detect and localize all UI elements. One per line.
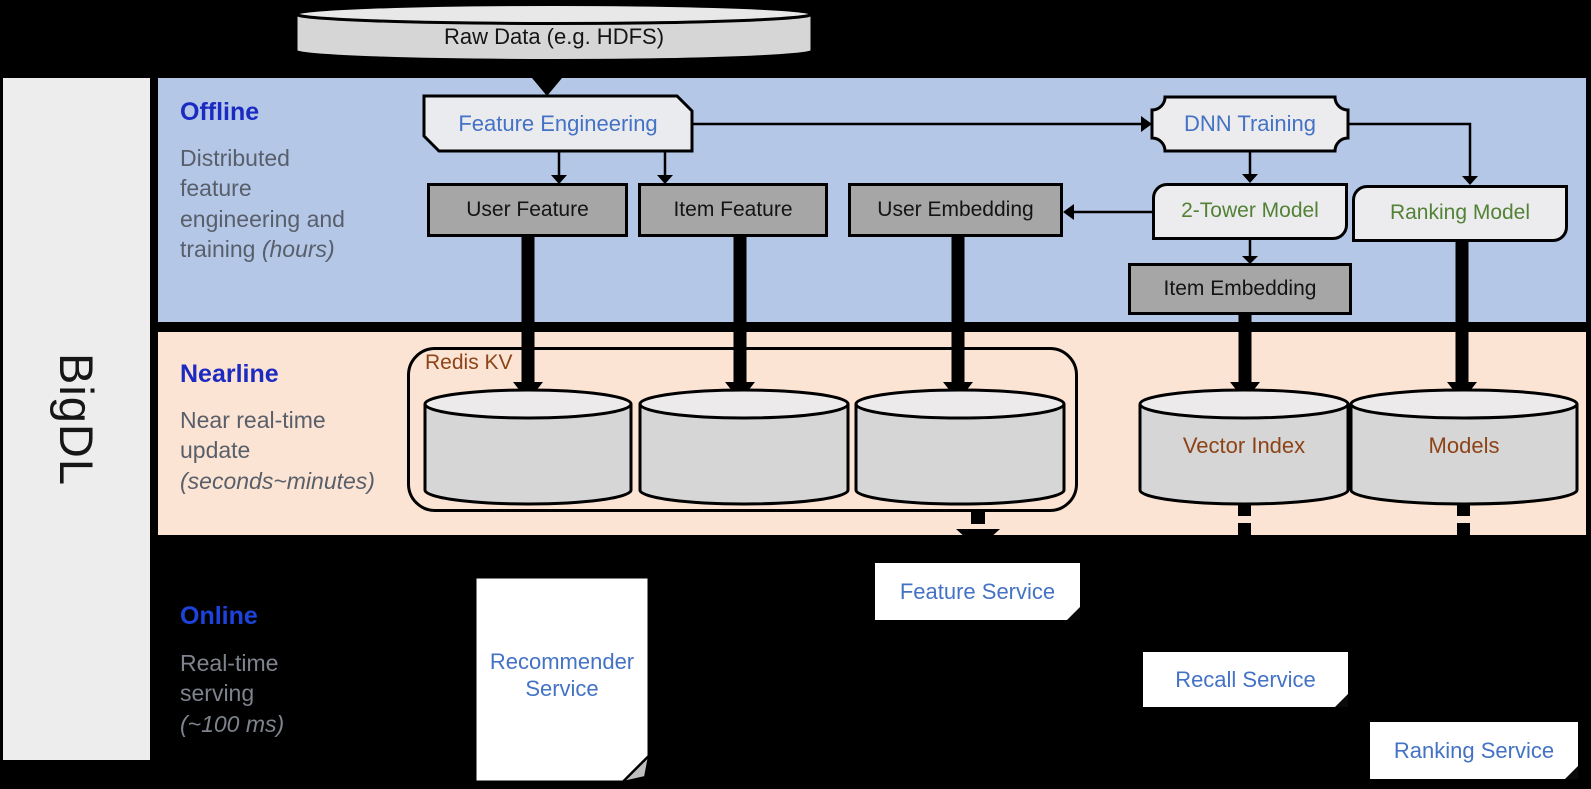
user-feature-box: User Feature — [427, 183, 628, 237]
item-feature-box: Item Feature — [638, 183, 828, 237]
models-cylinder — [1349, 388, 1579, 506]
arrow-rawdata-to-feature-engineering — [532, 60, 562, 96]
arrow-two-tower-to-user-embedding — [1063, 204, 1152, 220]
recommender-service-label: Recommender Service — [489, 648, 635, 702]
folded-corner-icon — [1067, 607, 1080, 620]
user-embedding-box: User Embedding — [848, 183, 1063, 237]
vector-index-label: Vector Index — [1182, 433, 1306, 458]
dashed-arrow-redis-to-feature-service — [956, 512, 1000, 549]
item-embedding-box: Item Embedding — [1128, 263, 1352, 315]
arrow-ranking-model-to-models — [1447, 242, 1477, 401]
offline-desc: Distributed feature engineering and trai… — [180, 145, 345, 263]
folded-corner-icon — [1565, 766, 1578, 779]
dnn-training-shape — [1150, 95, 1350, 153]
dashed-arrow-models-to-ranking — [1457, 503, 1470, 536]
raw-data-label: Raw Data (e.g. HDFS) — [443, 24, 665, 49]
bigdl-sidebar: BigDL — [3, 78, 150, 760]
arrow-fe-to-user-feature — [551, 151, 567, 184]
vector-index-cylinder — [1138, 388, 1350, 506]
arrow-fe-to-item-feature — [657, 151, 673, 184]
two-tower-model-box: 2-Tower Model — [1152, 183, 1348, 240]
redis-cylinder-3 — [854, 388, 1066, 506]
ranking-service-box: Ranking Service — [1370, 722, 1578, 779]
raw-data-cylinder — [294, 3, 814, 62]
offline-title: Offline — [180, 98, 260, 126]
arrow-fe-to-dnn-training — [692, 116, 1152, 132]
dashed-arrow-vector-index-to-recall — [1238, 503, 1251, 536]
feature-engineering-label: Feature Engineering — [458, 110, 658, 136]
recall-service-box: Recall Service — [1143, 652, 1348, 707]
redis-cylinder-1 — [423, 388, 633, 506]
arrow-dnn-to-two-tower — [1242, 151, 1258, 183]
dnn-training-label: DNN Training — [1183, 111, 1317, 137]
online-desc: Real-time serving (~100 ms) — [180, 650, 285, 737]
nearline-title: Nearline — [180, 360, 279, 388]
online-title: Online — [180, 602, 258, 630]
arrow-item-embedding-to-vector-index — [1230, 314, 1260, 401]
ranking-model-box: Ranking Model — [1352, 185, 1568, 242]
feature-service-box: Feature Service — [875, 563, 1080, 620]
nearline-desc: Near real-time update (seconds~minutes) — [180, 407, 375, 494]
folded-corner-icon — [1335, 694, 1348, 707]
redis-kv-label: Redis KV — [425, 351, 513, 374]
models-label: Models — [1428, 433, 1500, 458]
arrow-two-tower-to-item-embedding — [1242, 240, 1258, 264]
redis-cylinder-2 — [638, 388, 850, 506]
arrow-dnn-to-ranking-model — [1348, 122, 1478, 185]
feature-engineering-shape — [422, 94, 694, 153]
recommender-service-document — [473, 575, 651, 784]
redis-kv-container — [407, 347, 1078, 512]
